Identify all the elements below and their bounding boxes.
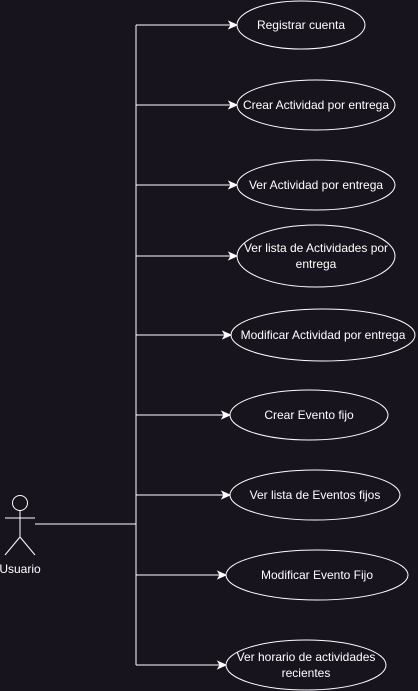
use-case[interactable]: Ver lista de Eventos fijos bbox=[229, 469, 401, 521]
use-case-ellipse bbox=[230, 308, 416, 362]
use-case-ellipse bbox=[236, 159, 396, 211]
use-case-label: Ver lista de Actividades por bbox=[244, 241, 388, 255]
arrowhead-icon bbox=[216, 570, 228, 580]
use-case-label: Crear Evento fijo bbox=[264, 408, 354, 422]
association-lines bbox=[35, 20, 239, 670]
use-case[interactable]: Ver horario de actividades recientes bbox=[225, 639, 387, 691]
use-case-ellipse bbox=[225, 639, 387, 691]
use-case-label: entrega bbox=[296, 257, 337, 271]
use-case[interactable]: Modificar Evento Fijo bbox=[225, 549, 409, 601]
use-case-ellipse bbox=[229, 389, 389, 441]
arrowhead-icon bbox=[221, 330, 233, 340]
use-case[interactable]: Crear Evento fijo bbox=[229, 389, 389, 441]
use-case-ellipse bbox=[229, 469, 401, 521]
arrowhead-icon bbox=[216, 660, 228, 670]
actor-right-leg bbox=[19, 536, 36, 556]
use-case[interactable]: Ver lista de Actividades por entrega bbox=[236, 224, 396, 288]
arrowhead-icon bbox=[227, 180, 239, 190]
arrowhead-icon bbox=[220, 490, 232, 500]
use-case[interactable]: Modificar Actividad por entrega bbox=[230, 308, 416, 362]
use-case-ellipse bbox=[236, 0, 366, 50]
use-case-ellipse bbox=[225, 549, 409, 601]
use-case[interactable]: Ver Actividad por entrega bbox=[236, 159, 396, 211]
use-case-label: Crear Actividad por entrega bbox=[243, 98, 389, 112]
use-case-label: Ver Actividad por entrega bbox=[249, 178, 383, 192]
use-case-label: Modificar Evento Fijo bbox=[261, 568, 373, 582]
arrowhead-icon bbox=[227, 20, 239, 30]
arrowhead-icon bbox=[227, 100, 239, 110]
arrowhead-icon bbox=[220, 410, 232, 420]
actor-usuario[interactable]: Usuario bbox=[0, 495, 41, 577]
actor-head bbox=[12, 495, 28, 511]
use-case-label: recientes bbox=[282, 666, 331, 680]
use-case-label: Ver lista de Eventos fijos bbox=[250, 488, 381, 502]
use-case-label: Ver horario de actividades bbox=[237, 650, 376, 664]
arrowhead-icon bbox=[227, 251, 239, 261]
use-case[interactable]: Crear Actividad por entrega bbox=[236, 79, 396, 131]
use-case-ellipse bbox=[236, 79, 396, 131]
actor-left-leg bbox=[4, 536, 21, 556]
use-case[interactable]: Registrar cuenta bbox=[236, 0, 366, 50]
actor-label: Usuario bbox=[0, 562, 41, 576]
use-case-ellipse bbox=[236, 224, 396, 288]
use-case-label: Registrar cuenta bbox=[257, 18, 345, 32]
use-case-label: Modificar Actividad por entrega bbox=[241, 328, 406, 342]
